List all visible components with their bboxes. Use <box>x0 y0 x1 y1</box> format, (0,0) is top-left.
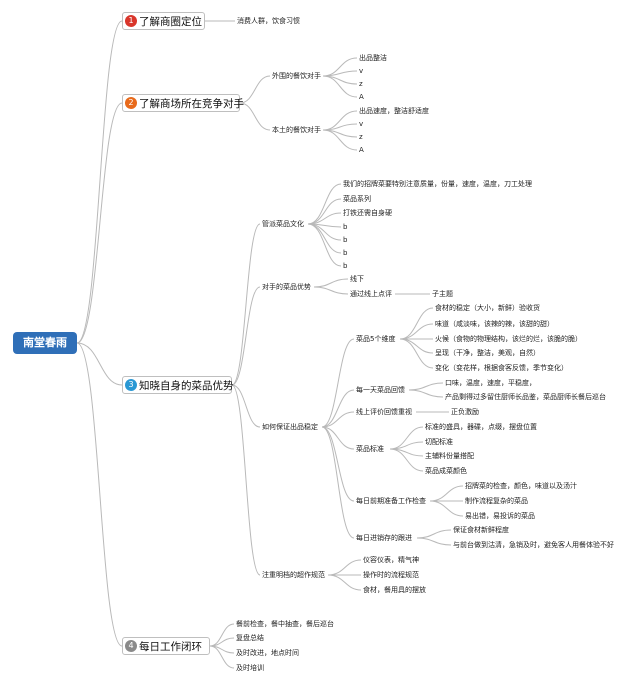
topic-item[interactable]: b <box>343 223 348 231</box>
topic-item[interactable]: z <box>359 133 363 141</box>
topic-item[interactable]: z <box>359 80 363 88</box>
topic-item[interactable]: 与前台做到沽清，急销及时，避免客人用餐体验不好 <box>453 541 614 549</box>
branch-1-label: 了解商圈定位 <box>139 16 202 28</box>
topic-item[interactable]: 仪容仪表，精气神 <box>363 556 419 564</box>
topic-outer-competitors[interactable]: 外围的餐饮对手 <box>272 72 321 80</box>
branch-4-label: 每日工作闭环 <box>139 641 202 653</box>
topic-item[interactable]: 打铁还需自身硬 <box>343 209 392 217</box>
topic-item[interactable]: 制作流程复杂的菜品 <box>465 497 528 505</box>
topic-item[interactable]: 招牌菜的检查，颜色，味道以及汤汁 <box>465 482 577 490</box>
topic-item[interactable]: 操作时的流程规范 <box>363 571 419 579</box>
topic-five-dimensions[interactable]: 菜品5个维度 <box>356 335 396 343</box>
topic-item[interactable]: 菜品系列 <box>343 195 371 203</box>
topic-item[interactable]: 正负激励 <box>451 408 479 416</box>
topic-daily-prep-check[interactable]: 每日前期准备工作检查 <box>356 497 426 505</box>
topic-subtopic[interactable]: 子主题 <box>432 290 453 298</box>
topic-item[interactable]: 味道（咸淡味，该辣的辣，该甜的甜） <box>435 320 554 328</box>
topic-item[interactable]: 出品整洁 <box>359 54 387 62</box>
topic-item[interactable]: 产品剩得过多留住厨师长品鉴，菜品厨师长餐后巡台 <box>445 393 606 401</box>
number-badge-2: 2 <box>125 97 137 109</box>
topic-item[interactable]: 餐前检查，餐中抽查，餐后巡台 <box>236 620 334 628</box>
topic-item[interactable]: 出品速度，整洁舒适度 <box>359 107 429 115</box>
number-badge-1: 1 <box>125 15 137 27</box>
root-topic[interactable]: 南堂春雨 <box>13 332 77 354</box>
topic-item[interactable]: A <box>359 146 364 154</box>
branch-3-label: 知晓自身的菜品优势 <box>139 380 234 392</box>
number-badge-4: 4 <box>125 640 137 652</box>
topic-item[interactable]: b <box>343 249 348 257</box>
topic-item[interactable]: 主辅料份量搭配 <box>425 452 474 460</box>
topic-item[interactable]: b <box>343 236 348 244</box>
branch-2-label: 了解商场所在竞争对手 <box>139 98 244 110</box>
topic-item[interactable]: 我们的招牌菜要特别注意质量，份量，速度，温度，刀工处理 <box>343 180 532 188</box>
topic-item[interactable]: 易出错，易投诉的菜品 <box>465 512 535 520</box>
topic-item[interactable]: 保证食材新鲜程度 <box>453 526 509 534</box>
topic-dish-culture[interactable]: 管派菜品文化 <box>262 220 304 228</box>
topic-inventory-followup[interactable]: 每日进销存的跟进 <box>356 534 412 542</box>
topic-dish-standard[interactable]: 菜品标准 <box>356 445 384 453</box>
topic-item[interactable]: v <box>359 67 364 75</box>
topic-item[interactable]: v <box>359 120 364 128</box>
topic-local-competitors[interactable]: 本土的餐饮对手 <box>272 126 321 134</box>
topic-online-reviews[interactable]: 线上评价回馈重视 <box>356 408 412 416</box>
topic-item[interactable]: 口味，温度，速度，平稳度， <box>445 379 536 387</box>
topic-item[interactable]: 食材的稳定（大小，新鲜）验收货 <box>435 304 540 312</box>
topic-open-kitchen-standard[interactable]: 注重明档的超作规范 <box>262 571 325 579</box>
topic-item[interactable]: 呈现（干净，整洁，美观，自然） <box>435 349 540 357</box>
topic-item[interactable]: 火候（食物的物理结构，该烂的烂，该脆的脆） <box>435 335 582 343</box>
topic-daily-feedback[interactable]: 每一天菜品回馈 <box>356 386 405 394</box>
topic-item[interactable]: b <box>343 262 348 270</box>
topic-stable-output[interactable]: 如何保证出品稳定 <box>262 423 318 431</box>
topic-item[interactable]: 线下 <box>350 275 364 283</box>
topic-item[interactable]: 菜品成菜颜色 <box>425 467 467 475</box>
topic-item[interactable]: 变化（变花样，根据食客反馈，季节变化） <box>435 364 568 372</box>
topic-item[interactable]: 标准的盛具，器碟，点缀，摆盘位置 <box>425 423 537 431</box>
topic-item[interactable]: 食材，餐用具的摆放 <box>363 586 426 594</box>
number-badge-3: 3 <box>125 379 137 391</box>
topic-item[interactable]: 切配标准 <box>425 438 453 446</box>
topic-item[interactable]: 及时改进，地点时间 <box>236 649 299 657</box>
topic-item[interactable]: 及时培训 <box>236 664 264 672</box>
topic-item[interactable]: 通过线上点评 <box>350 290 392 298</box>
topic-item[interactable]: A <box>359 93 364 101</box>
topic-item[interactable]: 复盘总结 <box>236 634 264 642</box>
topic-consumer-groups[interactable]: 消费人群，饮食习惯 <box>237 17 300 25</box>
topic-competitor-dish-advantage[interactable]: 对手的菜品优势 <box>262 283 311 291</box>
